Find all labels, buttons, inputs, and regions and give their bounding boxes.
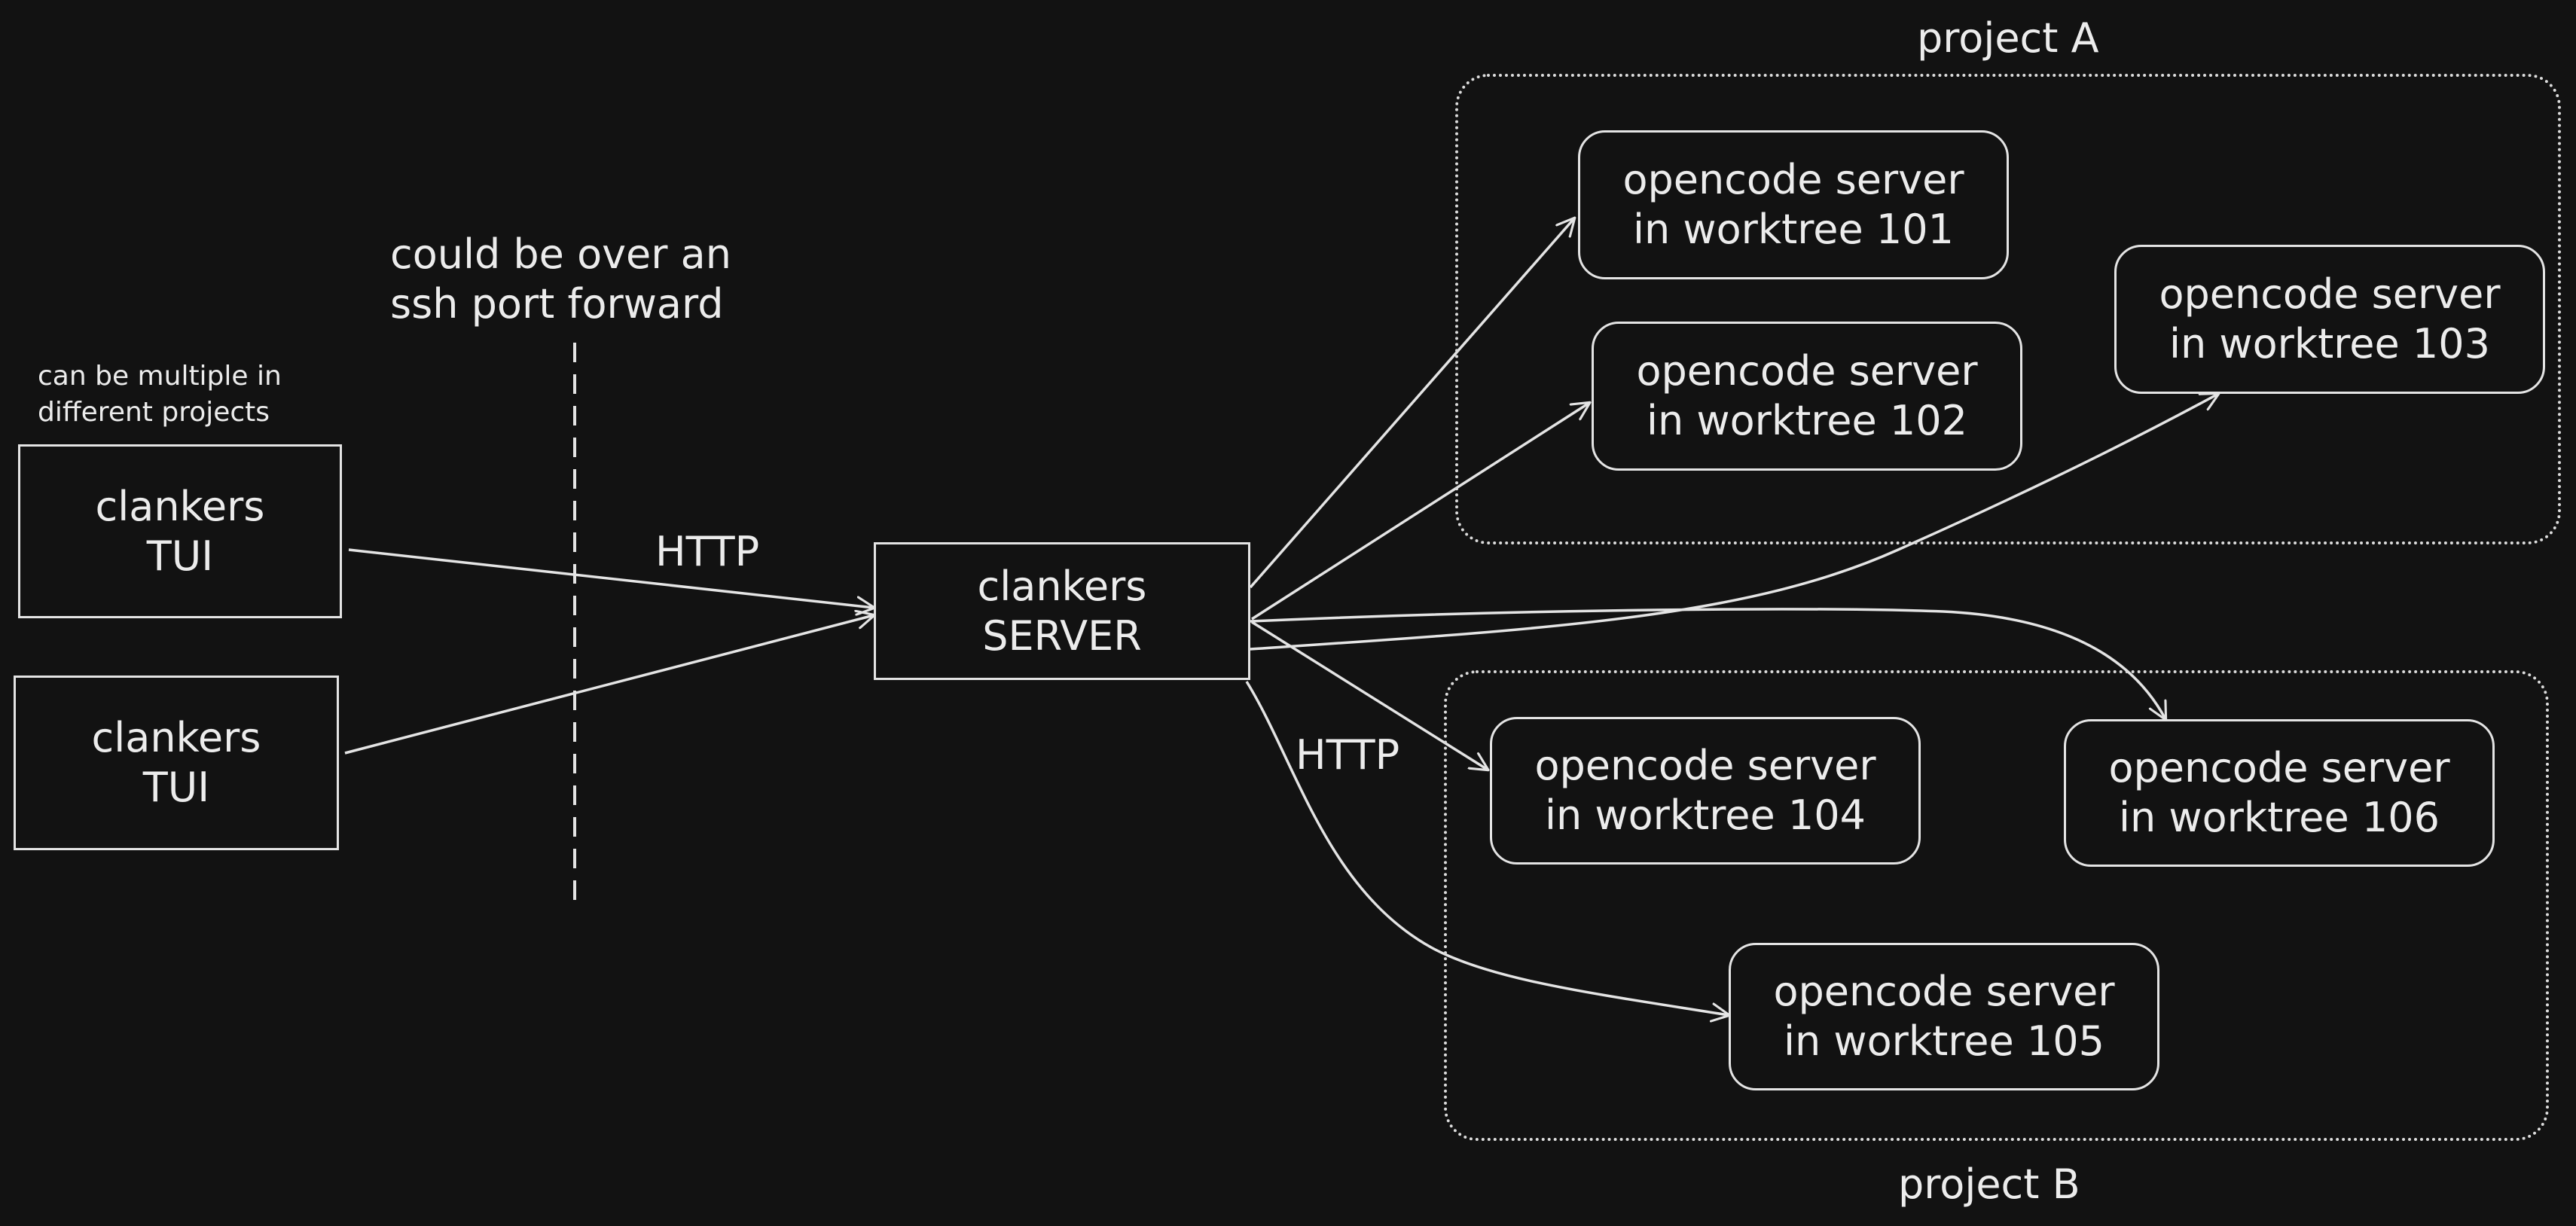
tui-box-2[interactable]: clankers TUI <box>14 676 339 850</box>
worker-box-104-line-1: opencode server <box>1534 742 1876 789</box>
project-b-label: project B <box>1898 1160 2080 1208</box>
project-a-group <box>1455 74 2561 544</box>
worker-box-101[interactable]: opencode server in worktree 101 <box>1578 130 2009 279</box>
project-a-label: project A <box>1917 14 2099 62</box>
arrow-server-to-106 <box>1250 608 2165 719</box>
worker-box-102-line-1: opencode server <box>1636 347 1978 395</box>
arrow-tui1-to-server <box>348 548 874 608</box>
arrow-server-to-105 <box>1245 681 1729 1015</box>
worker-box-106-line-2: in worktree 106 <box>2119 794 2440 841</box>
tui-box-1-line-1: clankers <box>95 482 265 530</box>
http-label-left: HTTP <box>655 528 760 575</box>
arrow-server-to-102 <box>1251 403 1589 621</box>
server-box-line-2: SERVER <box>982 611 1142 660</box>
tui-note-line-2: different projects <box>38 397 270 428</box>
worker-box-106-line-1: opencode server <box>2108 744 2450 791</box>
ssh-note-line-1: could be over an <box>390 230 731 278</box>
ssh-note-line-2: ssh port forward <box>390 280 724 328</box>
arrow-tui2-to-server <box>344 615 874 755</box>
tui-box-1[interactable]: clankers TUI <box>18 444 342 618</box>
arrow-server-to-103 <box>1250 394 2218 651</box>
tui-note-line-1: can be multiple in <box>38 361 282 392</box>
http-label-right: HTTP <box>1296 731 1400 779</box>
tui-note: can be multiple in different projects <box>38 358 282 431</box>
arrow-server-to-104 <box>1251 621 1488 770</box>
worker-box-105[interactable]: opencode server in worktree 105 <box>1729 943 2159 1090</box>
ssh-note: could be over an ssh port forward <box>390 230 731 329</box>
worker-box-101-line-2: in worktree 101 <box>1633 206 1954 253</box>
worker-box-106[interactable]: opencode server in worktree 106 <box>2064 719 2495 867</box>
tui-box-1-line-2: TUI <box>146 532 214 580</box>
worker-box-103-line-1: opencode server <box>2159 270 2501 318</box>
worker-box-103-line-2: in worktree 103 <box>2169 320 2490 367</box>
worker-box-104-line-2: in worktree 104 <box>1545 791 1866 839</box>
project-b-group <box>1444 670 2549 1141</box>
worker-box-102-line-2: in worktree 102 <box>1647 397 1967 444</box>
arrow-server-to-101 <box>1249 218 1574 589</box>
worker-box-101-line-1: opencode server <box>1622 156 1964 203</box>
worker-box-102[interactable]: opencode server in worktree 102 <box>1592 322 2022 471</box>
worker-box-104[interactable]: opencode server in worktree 104 <box>1490 717 1921 865</box>
server-box[interactable]: clankers SERVER <box>874 542 1250 680</box>
tui-box-2-line-1: clankers <box>91 714 261 761</box>
worker-box-105-line-2: in worktree 105 <box>1784 1017 2104 1065</box>
worker-box-105-line-1: opencode server <box>1773 968 2115 1015</box>
server-box-line-1: clankers <box>977 562 1147 610</box>
worker-box-103[interactable]: opencode server in worktree 103 <box>2114 245 2545 394</box>
tui-box-2-line-2: TUI <box>142 764 210 811</box>
